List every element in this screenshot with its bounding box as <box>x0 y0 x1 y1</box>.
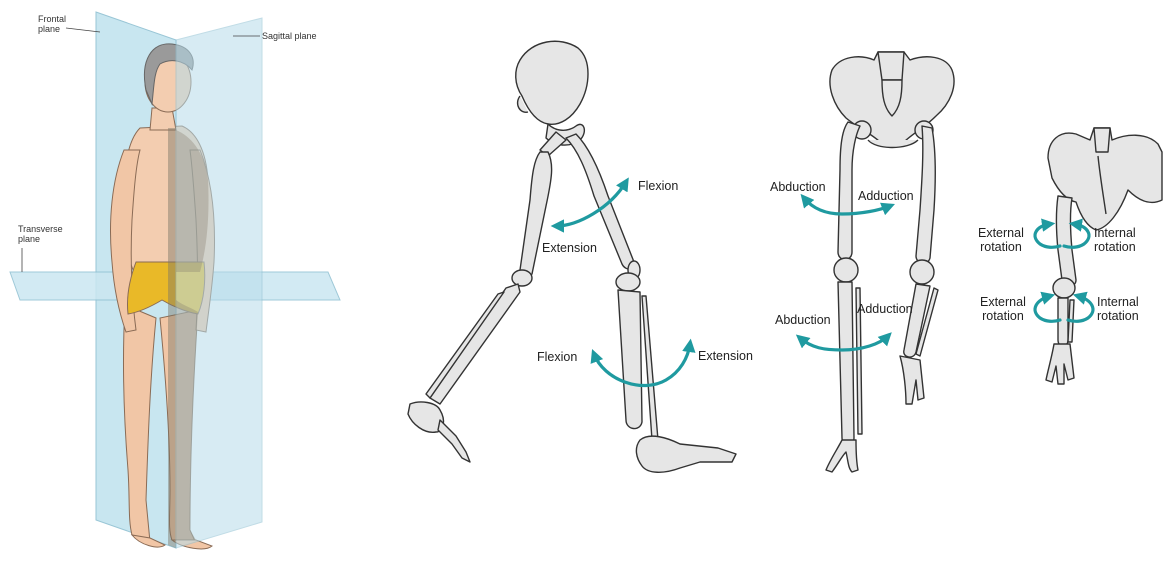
hip-flexion-label: Flexion <box>638 179 678 193</box>
lateral-skeleton <box>408 41 736 472</box>
upper-external-rotation-line2: rotation <box>978 240 1024 254</box>
knee-adduction-label: Adduction <box>857 302 913 316</box>
sagittal-plane-label: Sagittal plane <box>262 31 317 41</box>
lower-internal-rotation-line2: rotation <box>1097 309 1139 323</box>
upper-internal-rotation-line2: rotation <box>1094 240 1136 254</box>
knee-flexion-label: Flexion <box>537 350 577 364</box>
upper-external-rotation-label: External rotation <box>978 226 1024 254</box>
frontal-plane-label: Frontal plane <box>38 14 66 34</box>
frontal-skeleton <box>826 52 954 472</box>
hip-abduction-label: Abduction <box>770 180 826 194</box>
transverse-plane-label: Transverse plane <box>18 224 63 244</box>
lower-external-rotation-label: External rotation <box>980 295 1026 323</box>
hip-extension-label: Extension <box>542 241 597 255</box>
upper-internal-rotation-line1: Internal <box>1094 226 1136 240</box>
frontal-plane-label-line1: Frontal <box>38 14 66 24</box>
transverse-plane-label-line1: Transverse <box>18 224 63 234</box>
body-planes-illustration <box>10 12 340 549</box>
frontal-plane-leader <box>66 28 100 32</box>
upper-external-rotation-line1: External <box>978 226 1024 240</box>
knee-abduction-label: Abduction <box>775 313 831 327</box>
lower-external-rotation-line1: External <box>980 295 1026 309</box>
lower-internal-rotation-line1: Internal <box>1097 295 1139 309</box>
rotation-skeleton <box>1046 128 1162 384</box>
upper-internal-rotation-label: Internal rotation <box>1094 226 1136 254</box>
knee-extension-label: Extension <box>698 349 753 363</box>
lower-internal-rotation-label: Internal rotation <box>1097 295 1139 323</box>
frontal-plane-label-line2: plane <box>38 24 66 34</box>
lower-external-rotation-arrow <box>1035 296 1060 321</box>
transverse-plane-label-line2: plane <box>18 234 63 244</box>
hip-adduction-label: Adduction <box>858 189 914 203</box>
lower-external-rotation-line2: rotation <box>980 309 1026 323</box>
